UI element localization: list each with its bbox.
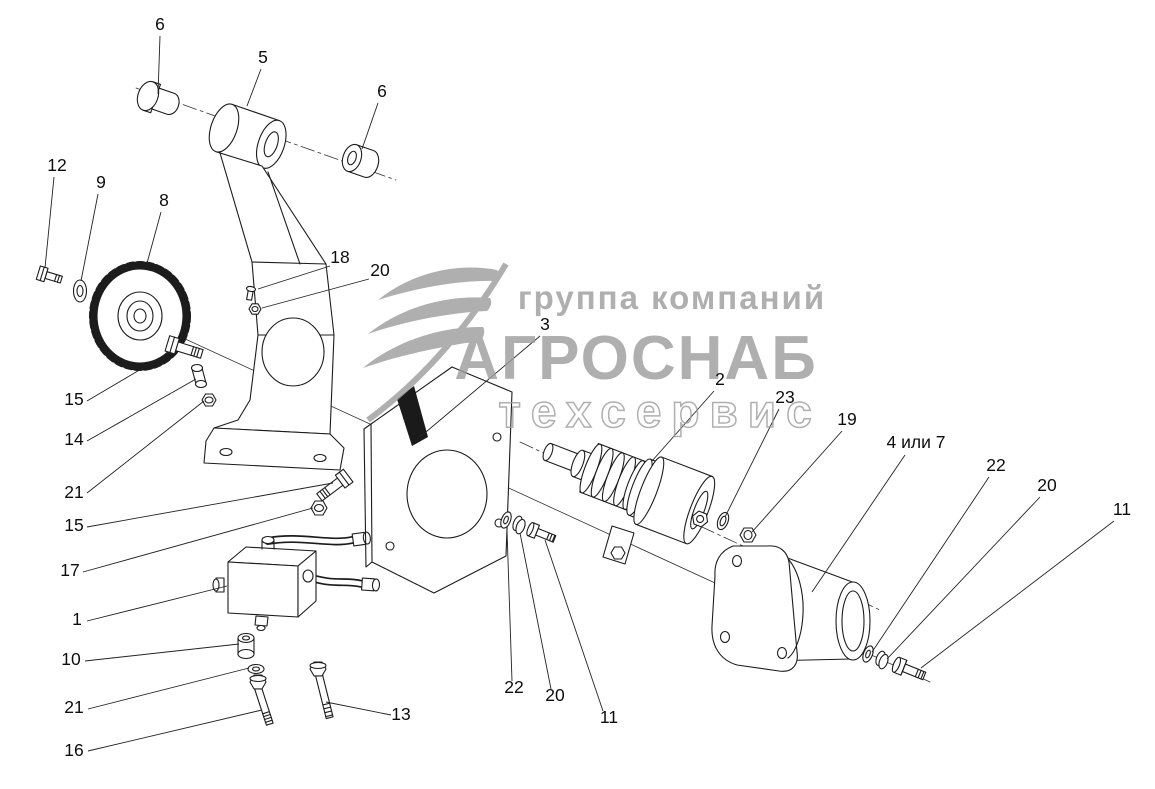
bushing-right xyxy=(341,143,380,178)
valve-block xyxy=(212,531,381,632)
callout-label: 1 xyxy=(72,609,82,629)
callout-label: 6 xyxy=(155,14,165,34)
callout-label: 9 xyxy=(96,172,106,192)
callout-label: 8 xyxy=(159,190,169,210)
nut-20-top xyxy=(248,303,262,315)
fitting-14 xyxy=(190,363,208,389)
washer-22-center xyxy=(500,511,512,529)
callout-label: 19 xyxy=(837,409,856,429)
washer-22-right xyxy=(862,645,874,663)
callout-label: 15 xyxy=(64,389,83,409)
callout-label: 20 xyxy=(370,260,390,280)
callout-label: 2 xyxy=(715,369,725,389)
callout-label: 15 xyxy=(64,515,83,535)
callout-label: 22 xyxy=(986,455,1005,475)
bushing-left xyxy=(136,80,180,116)
motor-clamp xyxy=(602,525,635,565)
callout-label: 22 xyxy=(504,677,523,697)
callout-label: 21 xyxy=(64,697,83,717)
nut-17 xyxy=(310,500,328,516)
callout-label: 14 xyxy=(64,429,84,449)
callout-labels: 6 5 6 12 9 8 18 20 3 2 23 19 4 или 7 22 … xyxy=(47,14,1131,760)
bolt-12 xyxy=(35,265,63,284)
spring-washer-20-right xyxy=(875,650,889,670)
callout-label: 23 xyxy=(775,387,794,407)
callout-label: 11 xyxy=(1113,499,1131,519)
callout-label: 17 xyxy=(60,560,79,580)
watermark-line1: группа компаний xyxy=(518,279,826,316)
bolt-15-upper xyxy=(164,335,204,359)
watermark-line3: техсервис xyxy=(498,385,821,437)
mounting-plate xyxy=(363,366,513,594)
gear xyxy=(89,261,191,371)
cone-cover xyxy=(711,545,871,672)
callout-label: 16 xyxy=(64,740,83,760)
callout-label: 4 или 7 xyxy=(887,432,946,452)
washer-9 xyxy=(72,279,88,303)
callout-label: 21 xyxy=(64,482,83,502)
callout-label: 5 xyxy=(258,47,268,67)
callout-label: 6 xyxy=(377,81,387,101)
callout-label: 12 xyxy=(47,155,66,175)
callout-label: 11 xyxy=(600,707,618,727)
watermark: группа компаний АГРОСНАБ техсервис xyxy=(363,262,826,438)
bracket xyxy=(203,152,345,471)
bolt-15-lower xyxy=(316,468,354,502)
callout-label: 18 xyxy=(330,247,349,267)
bolt-11-center xyxy=(526,522,557,543)
washer-21-lower xyxy=(247,663,265,675)
bolt-18 xyxy=(245,285,257,301)
watermark-line2: АГРОСНАБ xyxy=(454,324,818,393)
bolt-16 xyxy=(249,674,274,726)
watermark-logo xyxy=(363,262,509,423)
spring-washer-20-center xyxy=(512,515,526,535)
callout-label: 20 xyxy=(545,685,565,705)
nut-21-upper xyxy=(201,393,217,407)
leader-lines xyxy=(44,35,1115,752)
bolt-13 xyxy=(309,661,334,720)
washer-23 xyxy=(716,511,730,531)
callout-label: 3 xyxy=(540,314,550,334)
hydraulic-motor xyxy=(542,442,716,545)
bolt-11-right xyxy=(891,656,927,681)
callout-label: 13 xyxy=(391,704,410,724)
bracket-boss xyxy=(208,103,287,169)
callout-label: 10 xyxy=(61,649,81,669)
callout-label: 20 xyxy=(1037,475,1057,495)
bushing-10 xyxy=(237,632,255,660)
